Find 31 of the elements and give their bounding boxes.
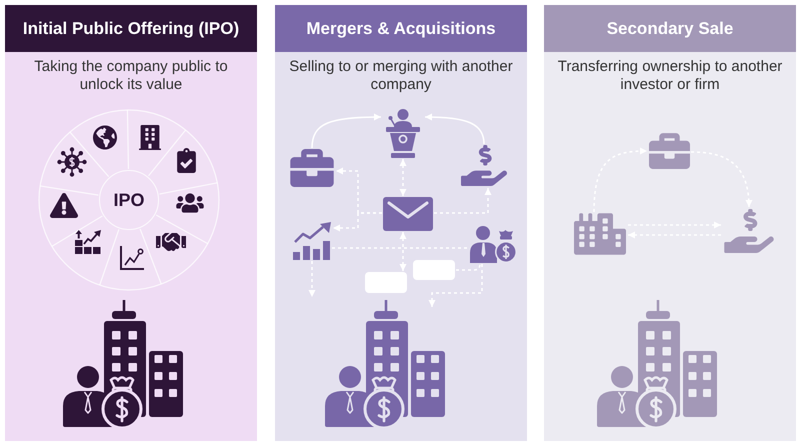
dashed-connector-line <box>456 264 481 271</box>
blank-card <box>365 272 407 293</box>
option-panel <box>5 5 257 441</box>
bar-chart-trend-icon <box>293 222 331 260</box>
briefcase-icon <box>290 149 334 187</box>
dashed-arrow <box>690 151 752 208</box>
panel-description: Transferring ownership to another investor or firm <box>556 58 784 94</box>
podium-speaker-icon <box>383 108 423 158</box>
dashed-arrow <box>333 212 382 232</box>
panel-title: Mergers & Acquisitions <box>275 5 527 52</box>
arrow <box>424 114 485 144</box>
briefcase-icon <box>649 133 690 169</box>
arrow <box>311 114 381 148</box>
panel-title: Initial Public Offering (IPO) <box>5 5 257 52</box>
envelope-icon <box>383 197 433 231</box>
panel-description: Taking the company public to unlock its value <box>33 58 229 94</box>
option-panel <box>275 5 527 441</box>
dashed-arrow <box>308 261 316 297</box>
dashed-arrow <box>428 264 483 307</box>
city-buildings-icon <box>574 213 626 255</box>
businessman-money-bag-icon <box>470 225 517 263</box>
option-panel <box>544 5 796 441</box>
blank-card <box>413 260 455 280</box>
dashed-arrow <box>593 148 648 212</box>
hand-holding-dollar-icon <box>461 145 507 186</box>
hand-holding-dollar-icon <box>724 209 774 253</box>
dashed-arrow <box>400 159 406 196</box>
dashed-arrow <box>400 232 406 271</box>
dashed-arrow <box>434 188 492 214</box>
panel-description: Selling to or merging with another company <box>288 58 514 94</box>
panel-title: Secondary Sale <box>544 5 796 52</box>
